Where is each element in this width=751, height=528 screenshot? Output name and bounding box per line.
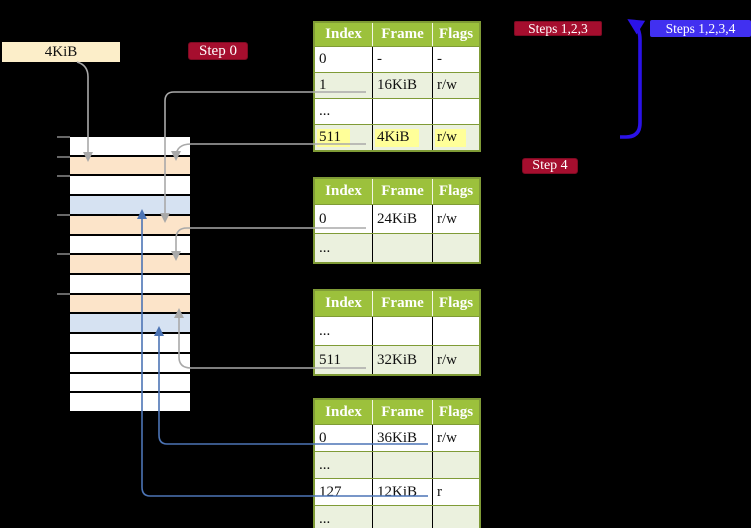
table-row: ... (315, 233, 479, 262)
table-cell: r/w (432, 73, 479, 98)
table-cell: 16KiB (372, 73, 432, 98)
column-header-flags: Flags (432, 179, 479, 204)
memory-address-ticks (57, 136, 70, 295)
table-cell: 0 (319, 51, 327, 67)
table-cell: r (432, 479, 479, 505)
memory-frame-row-white (70, 373, 190, 392)
memory-frame-row-white (70, 275, 190, 293)
table-cell: 12KiB (372, 479, 432, 505)
memory-frame-row-white (70, 334, 190, 352)
table-cell: r/w (432, 425, 479, 451)
memory-frame-row-white (70, 353, 190, 372)
table-cell (432, 234, 479, 262)
memory-frame-row-white (70, 176, 190, 195)
table-cell (432, 99, 479, 124)
memory-frame-row-orange (70, 215, 190, 234)
table-cell (372, 234, 432, 262)
table-cell: 1 (319, 77, 327, 93)
table-cell (372, 506, 432, 528)
memory-frame-row-blue (70, 196, 190, 214)
table-cell: 36KiB (372, 425, 432, 451)
table-row: ... (315, 316, 479, 345)
table-cell: ... (319, 239, 331, 256)
table-cell: 511 (315, 125, 372, 150)
memory-frame-row-blue (70, 314, 190, 333)
table-cell: 0 (319, 210, 327, 227)
table-row: 0 -- (315, 46, 479, 72)
memory-frame-row-white (70, 235, 190, 254)
table-cell (432, 452, 479, 478)
step-4-label: Step 4 (522, 158, 578, 174)
steps-123-label: Steps 1,2,3 (514, 21, 602, 36)
memory-frame-row-white (70, 393, 190, 412)
physical-memory-column (70, 137, 190, 412)
table-cell: 0 (319, 429, 327, 446)
table-cell: ... (319, 510, 331, 527)
column-header-index: Index (325, 183, 362, 199)
table-row: ... (315, 505, 479, 528)
memory-frame-row-orange (70, 255, 190, 274)
table-cell: ... (319, 456, 331, 473)
step-0-label: Step 0 (188, 42, 248, 60)
column-header-index: Index (325, 26, 362, 42)
column-header-flags: Flags (432, 400, 479, 424)
table-cell: 32KiB (372, 346, 432, 374)
table-cell (372, 99, 432, 124)
table-cell (372, 317, 432, 345)
table-cell (432, 317, 479, 345)
table-cell: 24KiB (372, 205, 432, 233)
table-cell: 511 (319, 351, 341, 368)
table-row: ... (315, 98, 479, 124)
steps-1234-label: Steps 1,2,3,4 (650, 20, 751, 37)
page-size-label: 4KiB (2, 42, 120, 62)
column-header-frame: Frame (372, 291, 432, 316)
memory-frame-row-white (70, 137, 190, 155)
memory-frame-row-orange (70, 294, 190, 313)
table-cell: ... (319, 322, 331, 339)
table-cell: 127 (319, 483, 342, 500)
column-header-flags: Flags (432, 291, 479, 316)
table-cell: r/w (432, 346, 479, 374)
table-cell: - (432, 47, 479, 72)
column-header-index: Index (325, 403, 362, 420)
column-header-frame: Frame (372, 179, 432, 204)
loop-back-arrow (620, 19, 646, 139)
table-cell: ... (319, 103, 331, 119)
memory-frame-row-orange (70, 156, 190, 175)
table-row: ... (315, 451, 479, 478)
column-header-frame: Frame (372, 23, 432, 46)
table-cell: - (372, 47, 432, 72)
column-header-index: Index (325, 295, 362, 311)
table-cell: r/w (432, 125, 479, 150)
table-cell (432, 506, 479, 528)
column-header-frame: Frame (372, 400, 432, 424)
table-cell: 4KiB (372, 125, 432, 150)
table-cell (372, 452, 432, 478)
table-cell: r/w (432, 205, 479, 233)
column-header-flags: Flags (432, 23, 479, 46)
